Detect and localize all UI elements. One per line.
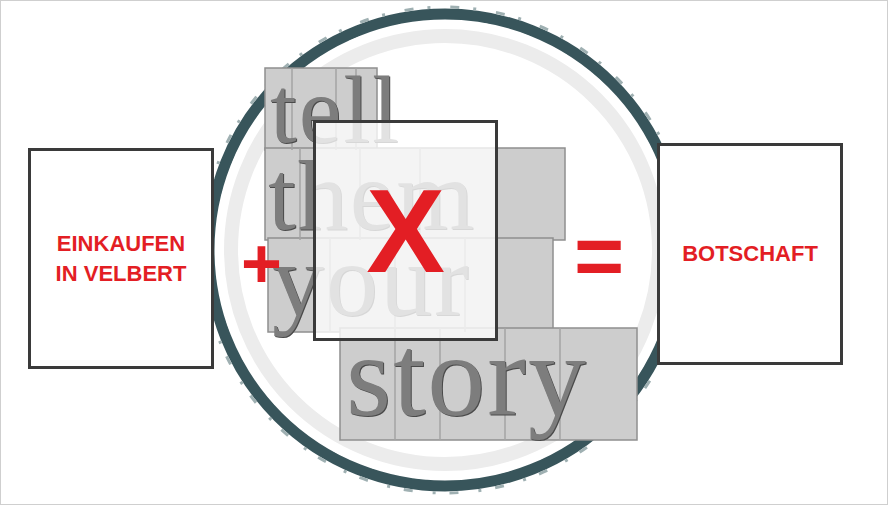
box-label: EINKAUFEN IN VELBERT — [51, 229, 191, 288]
text-box: BOTSCHAFT — [657, 143, 843, 365]
plus-sign: + — [241, 229, 282, 299]
text-box: EINKAUFEN IN VELBERT — [28, 148, 214, 369]
inner-ring — [231, 36, 659, 464]
letterpress-blocks — [265, 68, 637, 440]
box-label: X — [366, 172, 445, 290]
outer-ring — [209, 14, 681, 486]
ring-grunge — [216, 21, 674, 479]
ring-grunge — [202, 7, 688, 493]
box-label: BOTSCHAFT — [682, 239, 818, 269]
equals-sign: = — [574, 212, 624, 298]
text-box: X — [313, 120, 498, 341]
